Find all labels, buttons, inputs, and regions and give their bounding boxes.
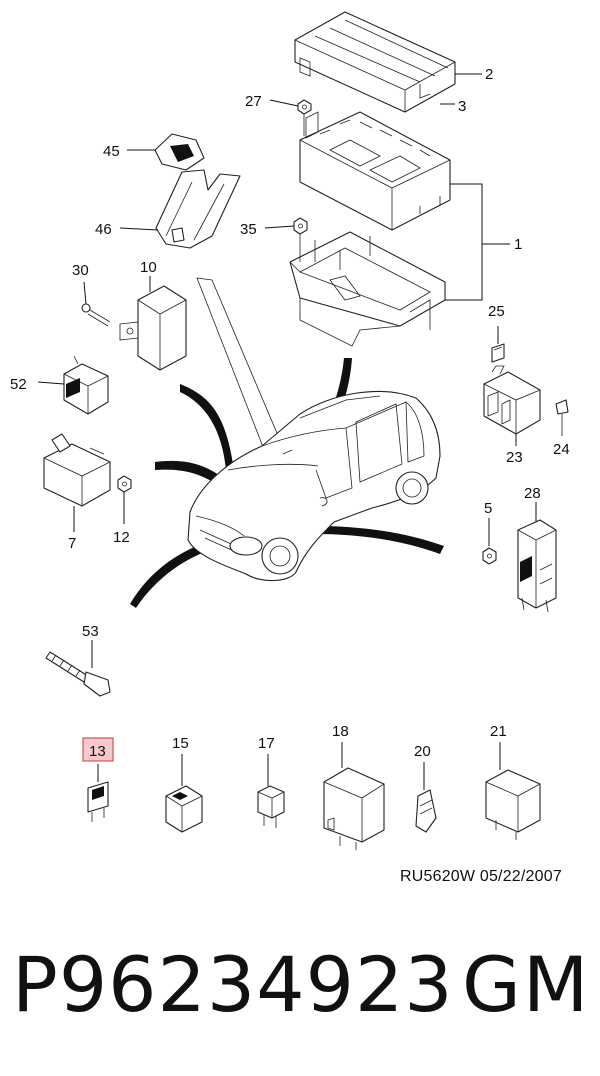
brand-name: GM bbox=[462, 940, 591, 1029]
bolt-30 bbox=[81, 281, 111, 327]
callout-20: 20 bbox=[414, 743, 431, 760]
callout-18: 18 bbox=[332, 723, 349, 740]
callout-1: 1 bbox=[514, 236, 522, 253]
fuse-box-cover bbox=[294, 11, 456, 113]
fuse-relay-block bbox=[299, 111, 451, 231]
footer: P96234923 GM bbox=[0, 935, 600, 1055]
nut-12 bbox=[117, 475, 132, 524]
callout-35: 35 bbox=[240, 221, 257, 238]
module-7 bbox=[43, 433, 111, 532]
callout-23: 23 bbox=[506, 449, 523, 466]
highlight-box-13 bbox=[82, 737, 114, 762]
callout-17: 17 bbox=[258, 735, 275, 752]
connector-20 bbox=[415, 762, 437, 833]
relay-18 bbox=[323, 742, 385, 850]
bracket-28 bbox=[517, 502, 557, 613]
bracket-46 bbox=[119, 169, 241, 249]
parts-diagram: 2 3 27 45 46 35 1 30 10 25 52 23 24 28 5… bbox=[10, 11, 570, 850]
relay-52 bbox=[37, 355, 109, 415]
callout-21: 21 bbox=[490, 723, 507, 740]
screw-24 bbox=[555, 399, 569, 436]
callout-25: 25 bbox=[488, 303, 505, 320]
callout-3: 3 bbox=[458, 98, 466, 115]
callout-labels: 2 3 27 45 46 35 1 30 10 25 52 23 24 28 5… bbox=[10, 66, 570, 760]
callout-27: 27 bbox=[245, 93, 262, 110]
callout-10: 10 bbox=[140, 259, 157, 276]
callout-15: 15 bbox=[172, 735, 189, 752]
leader-lines-top bbox=[264, 73, 510, 301]
maxi-fuse-15 bbox=[165, 754, 203, 833]
vehicle-illustration bbox=[187, 390, 441, 582]
callout-52: 52 bbox=[10, 376, 27, 393]
nut-5 bbox=[482, 518, 497, 565]
drawing-code: RU5620W 05/22/2007 bbox=[400, 868, 562, 885]
wire-terminal-53 bbox=[45, 640, 111, 697]
lower-housing bbox=[289, 231, 446, 347]
part-number: P96234923 bbox=[12, 940, 454, 1029]
mini-fuse-13 bbox=[87, 764, 109, 822]
nut-27 bbox=[297, 99, 312, 136]
callout-53: 53 bbox=[82, 623, 99, 640]
callout-13: 13 bbox=[89, 743, 106, 760]
relay-17 bbox=[257, 754, 285, 828]
control-module-10 bbox=[119, 276, 187, 371]
callout-46: 46 bbox=[95, 221, 112, 238]
callout-2: 2 bbox=[485, 66, 493, 83]
callout-24: 24 bbox=[553, 441, 570, 458]
relay-23 bbox=[483, 365, 541, 446]
callout-30: 30 bbox=[72, 262, 89, 279]
nut-35 bbox=[293, 217, 308, 262]
callout-5: 5 bbox=[484, 500, 492, 517]
clip-25 bbox=[491, 326, 505, 363]
relay-21 bbox=[485, 742, 541, 840]
connector-clip-45 bbox=[127, 133, 205, 171]
callout-12: 12 bbox=[113, 529, 130, 546]
callout-28: 28 bbox=[524, 485, 541, 502]
callout-45: 45 bbox=[103, 143, 120, 160]
callout-7: 7 bbox=[68, 535, 76, 552]
